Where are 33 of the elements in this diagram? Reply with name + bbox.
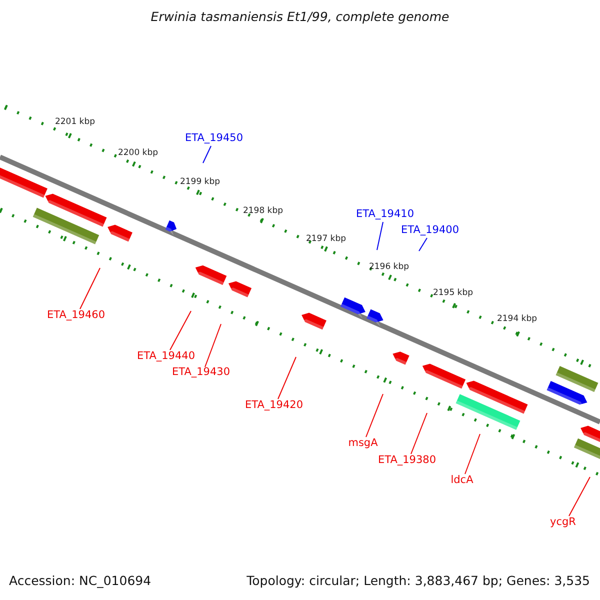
gene-label: msgA [348,438,378,448]
scale-label: 2197 kbp [306,235,346,244]
leader-line [366,394,384,438]
leader-line [418,238,428,252]
genome-info-text: Topology: circular; Length: 3,883,467 bp; Genes: 3,535 [246,575,590,588]
gene-label: ETA_19460 [46,310,106,320]
leader-line [170,310,192,350]
gene-label: ETA_19420 [244,400,304,410]
gene-label: ETA_19440 [136,351,196,362]
leader-line [376,222,384,250]
accession-text: Accession: NC_010694 [9,575,152,588]
scale-label: 2195 kbp [432,289,474,298]
gene-label: ETA_19410 [356,209,414,220]
scale-label: 2194 kbp [496,315,538,324]
leader-line [278,356,296,400]
gene-label: ldcA [450,475,474,486]
gene-label: ETA_19450 [184,133,244,144]
leader-line [80,268,100,310]
scale-label: 2199 kbp [180,178,220,186]
gene-label: ETA_19400 [400,225,460,236]
leader-line [202,146,212,164]
leader-line [568,476,590,516]
scale-label: 2200 kbp [118,149,158,158]
leader-line [464,434,480,474]
gene-label: ETA_19430 [172,367,230,378]
leader-line [204,324,222,368]
title: Erwinia tasmaniensis Et1/99, complete genome [150,11,450,24]
leader-line [410,412,428,454]
gene-label: ycgR [550,517,576,528]
gene-label: ETA_19380 [378,455,436,466]
scale-label: 2198 kbp [242,207,284,216]
scale-label: 2196 kbp [368,263,410,272]
scale-label: 2201 kbp [54,118,96,126]
